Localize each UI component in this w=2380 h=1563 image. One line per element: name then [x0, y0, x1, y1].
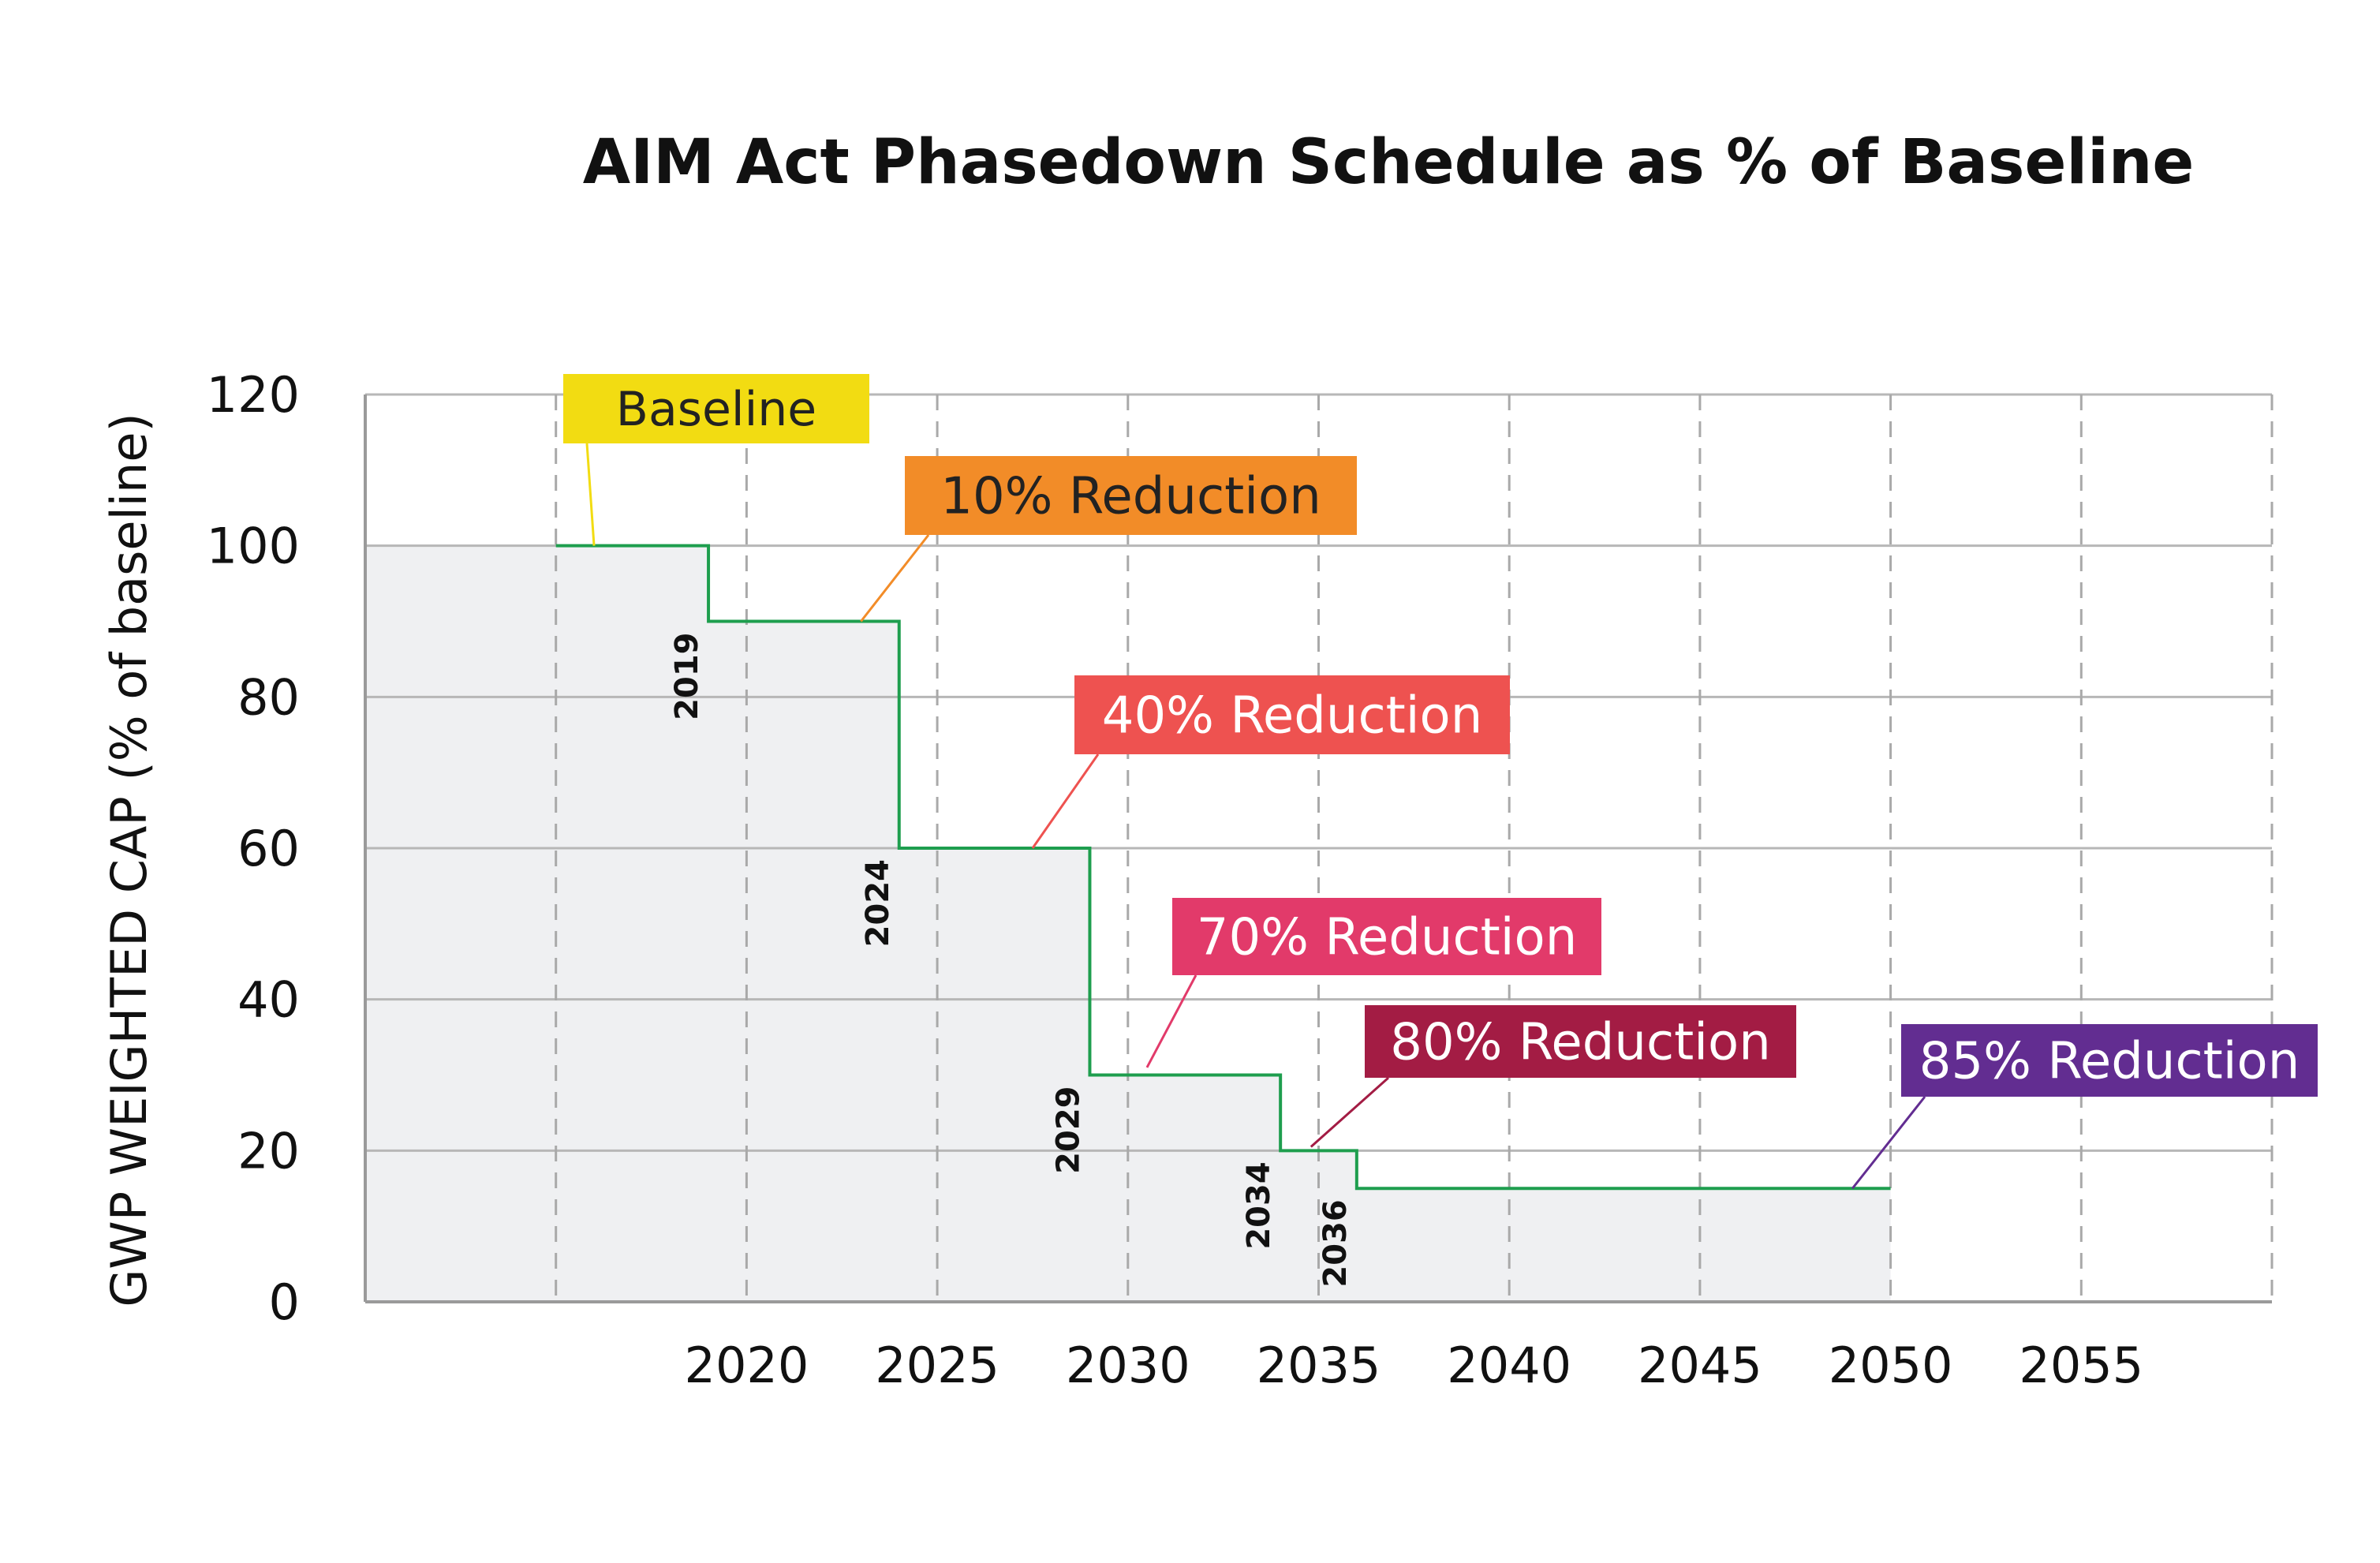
x-tick-label: 2055 [2019, 1337, 2143, 1394]
phasedown-line [555, 544, 1891, 1191]
callout: 85% Reduction [1851, 1024, 2318, 1190]
callout-leader [1031, 753, 1100, 849]
y-tick-labels: 0 20 40 60 80 100 120 [207, 366, 300, 1331]
callout-box [905, 456, 1357, 535]
chart-title: AIM Act Phasedown Schedule as % of Basel… [583, 127, 2195, 198]
callout-label: 10% Reduction [940, 467, 1321, 525]
callout-label: 40% Reduction [1102, 686, 1483, 745]
callout: 80% Reduction [1310, 1005, 1796, 1148]
callout-leader [1310, 1076, 1389, 1148]
y-tick-label: 120 [207, 366, 300, 424]
callout-leader [585, 443, 596, 546]
x-tick-label: 2040 [1447, 1337, 1571, 1394]
callout-label: 85% Reduction [1919, 1032, 2300, 1090]
callout-box [1172, 898, 1601, 975]
x-tick-label: 2035 [1257, 1337, 1381, 1394]
area-fill [365, 545, 1891, 1302]
axes [364, 394, 2272, 1303]
callout: 40% Reduction [1031, 675, 1510, 849]
callout-label: Baseline [616, 382, 816, 437]
x-tick-label: 2050 [1829, 1337, 1953, 1394]
x-tick-labels: 2020 2025 2030 2035 2040 2045 2050 2055 [685, 1337, 2144, 1394]
y-axis-label: GWP WEIGHTED CAP (% of baseline) [100, 413, 158, 1307]
x-tick-label: 2030 [1066, 1337, 1190, 1394]
x-tick-label: 2045 [1638, 1337, 1762, 1394]
y-tick-label: 20 [237, 1122, 300, 1180]
callout: 10% Reduction [860, 456, 1357, 623]
y-tick-label: 0 [269, 1273, 300, 1331]
filled-area [365, 545, 1891, 1302]
callout-leader [1851, 1096, 1926, 1190]
callouts: Baseline 10% Reduction 40% Reduction 70% Re… [563, 374, 2318, 1190]
x-tick-label: 2025 [875, 1337, 999, 1394]
year-marker: 2034 [1241, 1161, 1277, 1249]
year-marker: 2019 [669, 633, 705, 720]
callout-leader [860, 534, 930, 623]
callout-box [563, 374, 869, 443]
callout-label: 70% Reduction [1197, 908, 1578, 967]
callout-box [1074, 675, 1510, 754]
y-tick-label: 80 [237, 668, 300, 726]
y-tick-label: 100 [207, 518, 300, 575]
year-marker: 2029 [1050, 1086, 1086, 1174]
callout: Baseline [563, 374, 869, 546]
callout-leader [1145, 974, 1197, 1068]
callout-box [1365, 1005, 1796, 1078]
callout: 70% Reduction [1145, 898, 1601, 1068]
year-marker: 2036 [1317, 1199, 1354, 1287]
x-tick-label: 2020 [685, 1337, 809, 1394]
year-marker: 2024 [860, 859, 896, 947]
y-tick-label: 40 [237, 971, 300, 1029]
callout-box [1901, 1024, 2318, 1097]
year-markers: 2019 2024 2029 2034 2036 [669, 633, 1354, 1288]
callout-label: 80% Reduction [1390, 1013, 1771, 1071]
step-line [555, 544, 1891, 1191]
y-tick-label: 60 [237, 820, 300, 877]
